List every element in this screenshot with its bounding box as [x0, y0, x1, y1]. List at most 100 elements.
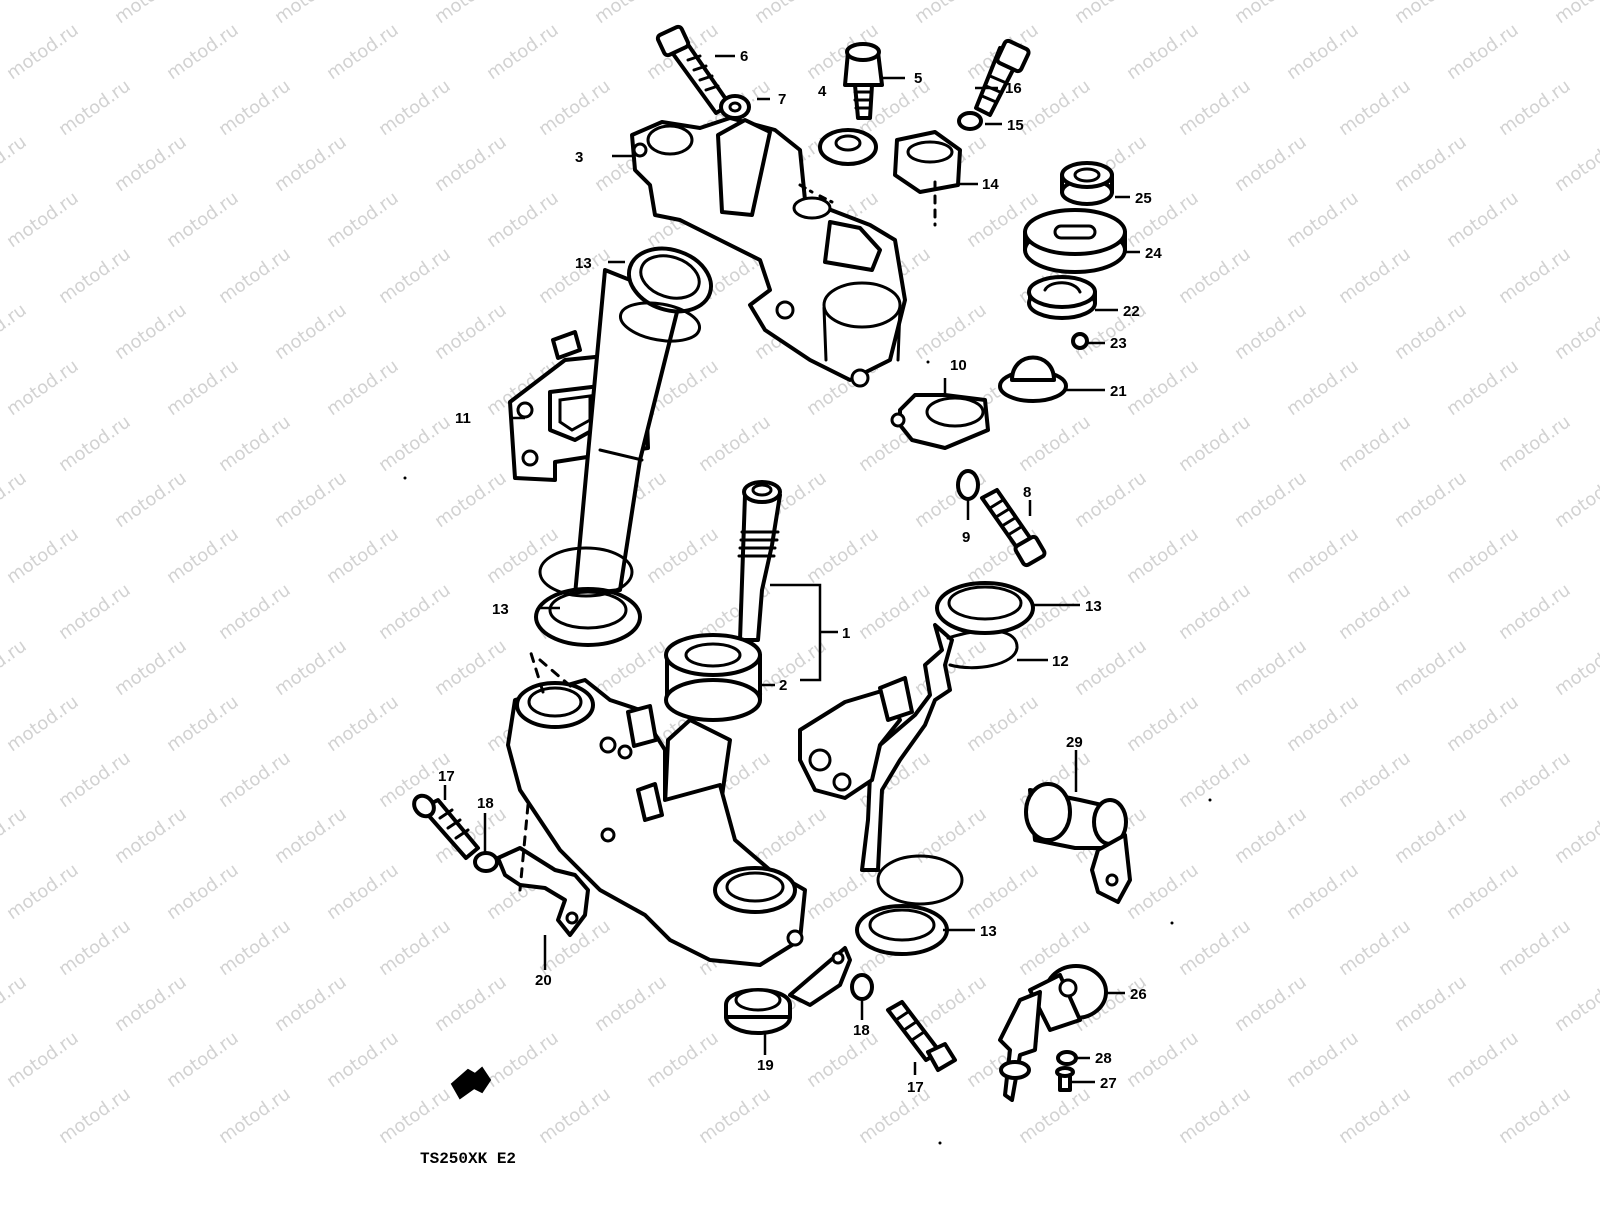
watermark-text: motod.ru — [3, 860, 83, 925]
watermark-text: motod.ru — [1071, 468, 1151, 533]
watermark-text: motod.ru — [55, 916, 135, 981]
bearing-13-right — [935, 581, 1035, 635]
watermark-text: motod.ru — [1391, 0, 1471, 28]
watermark-text: motod.ru — [323, 692, 403, 757]
watermark-text: motod.ru — [111, 300, 191, 365]
watermark-text: motod.ru — [963, 860, 1043, 925]
callout-7: 7 — [778, 91, 786, 108]
nut-28 — [1056, 1050, 1078, 1066]
watermark-text: motod.ru — [1335, 1084, 1415, 1149]
watermark-text: motod.ru — [911, 0, 991, 28]
watermark-text: motod.ru — [1335, 748, 1415, 813]
watermark-text: motod.ru — [1335, 580, 1415, 645]
steering-lock-29 — [1024, 782, 1132, 904]
callout-14: 14 — [982, 176, 999, 193]
bearing-13-lower-left — [534, 546, 642, 647]
watermark-text: motod.ru — [1495, 748, 1575, 813]
watermark-text: motod.ru — [1175, 244, 1255, 309]
watermark-text: motod.ru — [1231, 804, 1311, 869]
watermark-text: motod.ru — [803, 524, 883, 589]
model-code: TS250XK E2 — [420, 1150, 516, 1168]
watermark-text: motod.ru — [111, 972, 191, 1037]
watermark-text: motod.ru — [1283, 1028, 1363, 1093]
watermark-text: motod.ru — [1495, 76, 1575, 141]
watermark-text: motod.ru — [215, 244, 295, 309]
cap-19 — [724, 946, 852, 1035]
watermark-text: motod.ru — [431, 972, 511, 1037]
watermark-text: motod.ru — [431, 468, 511, 533]
watermark-text: motod.ru — [1015, 76, 1095, 141]
watermark-text: motod.ru — [1123, 1028, 1203, 1093]
callout-1: 1 — [842, 625, 850, 642]
ball-23 — [1071, 332, 1089, 350]
watermark-text: motod.ru — [0, 0, 31, 28]
watermark-text: motod.ru — [1551, 636, 1600, 701]
bearing-13-lower-right — [855, 854, 964, 956]
watermark-text: motod.ru — [271, 132, 351, 197]
watermark-text: motod.ru — [0, 300, 31, 365]
watermark-text: motod.ru — [111, 468, 191, 533]
watermark-text: motod.ru — [1551, 468, 1600, 533]
watermark-text: motod.ru — [1123, 20, 1203, 85]
callout-19: 19 — [757, 1057, 774, 1074]
watermark-text: motod.ru — [0, 636, 31, 701]
watermark-text: motod.ru — [271, 636, 351, 701]
watermark-text: motod.ru — [1443, 860, 1523, 925]
watermark-text: motod.ru — [1443, 188, 1523, 253]
watermark-text: motod.ru — [1443, 1028, 1523, 1093]
watermark-text: motod.ru — [375, 916, 455, 981]
watermark-text: motod.ru — [375, 1084, 455, 1149]
callout-17: 17 — [438, 768, 455, 785]
watermark-text: motod.ru — [483, 188, 563, 253]
callout-25: 25 — [1135, 190, 1152, 207]
watermark-text: motod.ru — [695, 1084, 775, 1149]
callout-23: 23 — [1110, 335, 1127, 352]
cap-10 — [890, 393, 990, 450]
watermark-text: motod.ru — [1015, 412, 1095, 477]
watermark-text: motod.ru — [111, 0, 191, 28]
callout-13-d: 13 — [980, 923, 997, 940]
watermark-text: motod.ru — [1391, 132, 1471, 197]
watermark-text: motod.ru — [1231, 132, 1311, 197]
watermark-text: motod.ru — [1123, 356, 1203, 421]
washer-15 — [957, 111, 983, 131]
watermark-text: motod.ru — [1551, 300, 1600, 365]
callout-16: 16 — [1005, 80, 1022, 97]
watermark-text: motod.ru — [1283, 524, 1363, 589]
watermark-text: motod.ru — [0, 972, 31, 1037]
watermark-text: motod.ru — [163, 356, 243, 421]
watermark-text: motod.ru — [0, 804, 31, 869]
watermark-text: motod.ru — [1443, 524, 1523, 589]
watermark-text: motod.ru — [1443, 356, 1523, 421]
watermark-text: motod.ru — [1495, 580, 1575, 645]
watermark-text: motod.ru — [1231, 468, 1311, 533]
callout-17-b: 17 — [907, 1079, 924, 1096]
watermark-text: motod.ru — [3, 356, 83, 421]
watermark-text: motod.ru — [1495, 412, 1575, 477]
callout-13-b: 13 — [492, 601, 509, 618]
watermark-text: motod.ru — [0, 132, 31, 197]
watermark-text: motod.ru — [323, 524, 403, 589]
watermark-text: motod.ru — [3, 1028, 83, 1093]
watermark-text: motod.ru — [323, 20, 403, 85]
watermark-text: motod.ru — [1335, 244, 1415, 309]
callout-10: 10 — [950, 357, 967, 374]
watermark-text: motod.ru — [1391, 972, 1471, 1037]
watermark-text: motod.ru — [375, 580, 455, 645]
watermark-text: motod.ru — [375, 244, 455, 309]
watermark-text: motod.ru — [323, 188, 403, 253]
watermark-text: motod.ru — [1071, 636, 1151, 701]
watermark-text: motod.ru — [163, 860, 243, 925]
watermark-text: motod.ru — [803, 1028, 883, 1093]
assembly-guide-lines — [518, 648, 577, 892]
fork-tube-left — [573, 268, 682, 597]
watermark-text: motod.ru — [215, 580, 295, 645]
nut-25 — [1060, 161, 1114, 206]
watermark-text: motod.ru — [751, 0, 831, 28]
cap-21 — [998, 355, 1068, 403]
watermark-text: motod.ru — [1283, 692, 1363, 757]
watermark-text: motod.ru — [1283, 860, 1363, 925]
bearing-13-upper-left — [618, 246, 714, 343]
callout-9: 9 — [962, 529, 970, 546]
washer-18-left — [473, 851, 499, 873]
